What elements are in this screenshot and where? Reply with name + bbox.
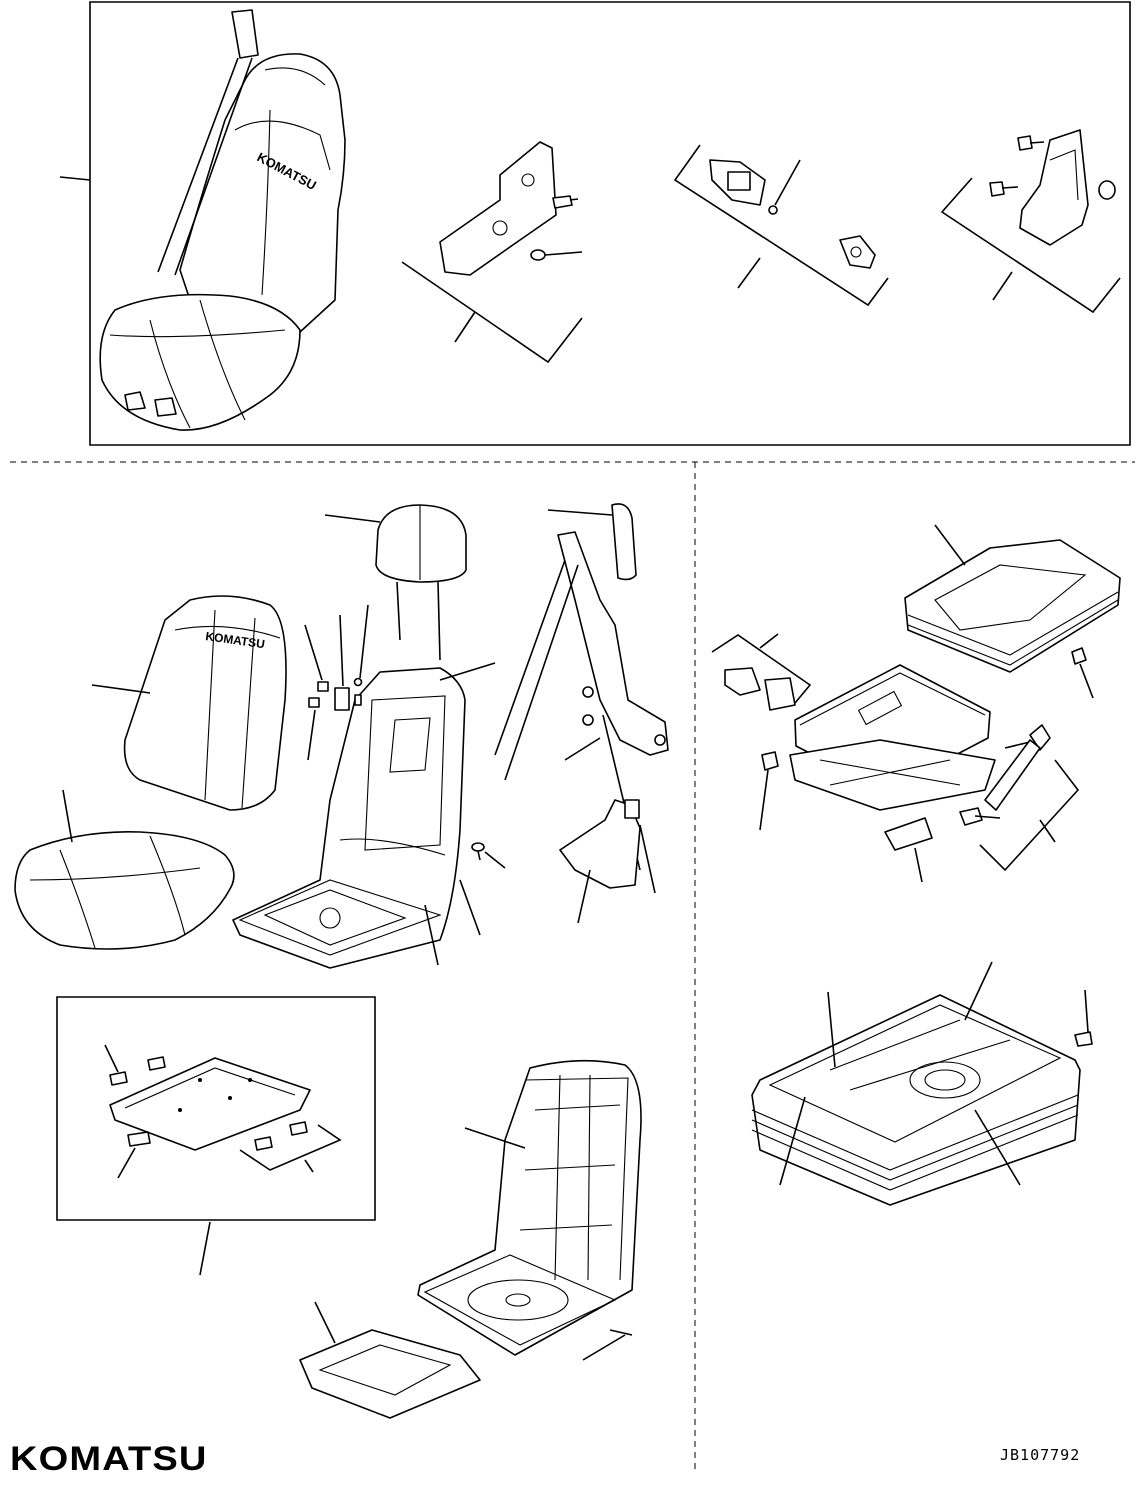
clip-parts [305,605,368,760]
shock-absorber [960,725,1078,870]
suspension-top-frame [905,525,1120,672]
leader-line [60,177,90,180]
bracket-kit-2 [942,130,1120,312]
section-suspension-base [752,962,1092,1205]
section-cushions-frame-belt: KOMATSU [15,504,668,968]
bolt [472,843,505,868]
seat-cushion [15,790,234,949]
section-seat-frame-and-pan [300,1061,641,1418]
switch-kit [675,145,888,305]
scissor-mechanism [790,665,995,810]
drawing-code: JB107792 [1000,1446,1081,1464]
bracket-kit-1 [402,142,582,362]
adjust-handle [885,818,932,882]
section-mounting-plate-kit [57,997,375,1275]
seat-belt-assembly [495,504,668,923]
suspension-switch [712,634,810,830]
backrest-cushion: KOMATSU [92,596,286,810]
section-assembled-seat: KOMATSU [60,2,1130,445]
top-frame-border [90,2,1130,445]
assembled-seat-illustration: KOMATSU [100,10,345,430]
seat-frame [233,663,495,968]
komatsu-logo: KOMATSU [10,1440,208,1478]
headrest [325,505,466,660]
suspension-bolt [1072,648,1086,664]
section-suspension [712,525,1120,882]
kit-frame-border [57,997,375,1220]
